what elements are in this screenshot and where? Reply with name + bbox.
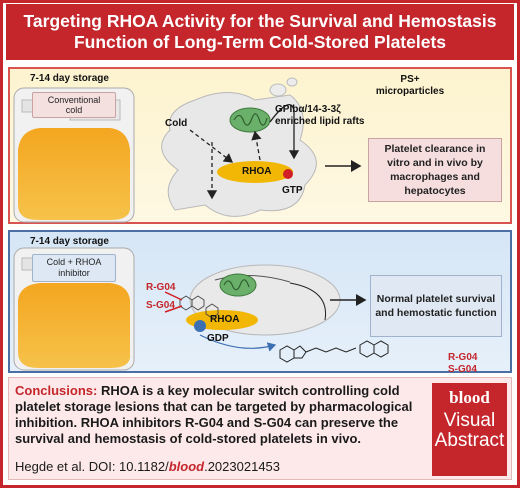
gtp-dot <box>283 169 293 179</box>
logo-line1: Visual <box>443 410 496 431</box>
storage-label-2: 7-14 day storage <box>30 236 109 247</box>
citation-prefix: Hegde et al. DOI: 10.1182/ <box>15 459 169 474</box>
lipid-rafts-label: GPIbα/14-3-3ζ enriched lipid rafts <box>275 104 365 127</box>
conclusion-heading: Conclusions: <box>15 383 98 398</box>
storage-label-1: 7-14 day storage <box>30 73 109 84</box>
outcome-clearance: Platelet clearance in vitro and in vivo … <box>368 138 502 202</box>
gtp-label: GTP <box>282 185 303 196</box>
citation-blood: blood <box>168 459 205 474</box>
ps-microparticles-label: PS+ microparticles <box>375 74 445 97</box>
condition-label-2: Cold + RHOA inhibitor <box>32 254 116 282</box>
outcome-normal: Normal platelet survival and hemostatic … <box>370 275 502 337</box>
chemical-structure <box>279 340 389 363</box>
page-title: Targeting RHOA Activity for the Survival… <box>6 4 514 60</box>
inhibit-line-r <box>164 291 183 301</box>
conclusion-text: Conclusions: RHOA is a key molecular swi… <box>15 383 429 447</box>
logo-line2: Abstract <box>434 430 505 451</box>
citation[interactable]: Hegde et al. DOI: 10.1182/blood.20230214… <box>15 459 280 474</box>
logo-text: Visual Abstract <box>432 411 507 451</box>
inhibit-line-s <box>164 305 183 313</box>
mol-s-label: S-G04 <box>448 364 477 375</box>
gdp-dot <box>194 320 206 332</box>
r-g04-label: R-G04 <box>146 282 176 293</box>
s-g04-label: S-G04 <box>146 300 175 311</box>
rhoa-label-1: RHOA <box>242 166 272 177</box>
condition-label-1: Conventional cold <box>32 92 116 118</box>
citation-suffix: .2023021453 <box>204 459 281 474</box>
logo-brand: blood <box>449 388 490 407</box>
cold-label: Cold <box>165 118 188 129</box>
mitochondrion-2 <box>219 273 257 297</box>
gdp-label: GDP <box>207 333 229 344</box>
rhoa-ellipse-1 <box>217 161 293 183</box>
activated-platelet <box>161 77 317 217</box>
mitochondrion-1 <box>229 107 271 133</box>
conclusion-panel: Conclusions: RHOA is a key molecular swi… <box>8 377 512 480</box>
blood-visual-abstract-logo: blood Visual Abstract <box>432 383 507 476</box>
rhoa-label-2: RHOA <box>210 314 240 325</box>
mol-r-label: R-G04 <box>448 352 478 363</box>
conclusion-body: RHOA is a key molecular switch controlli… <box>15 383 413 446</box>
